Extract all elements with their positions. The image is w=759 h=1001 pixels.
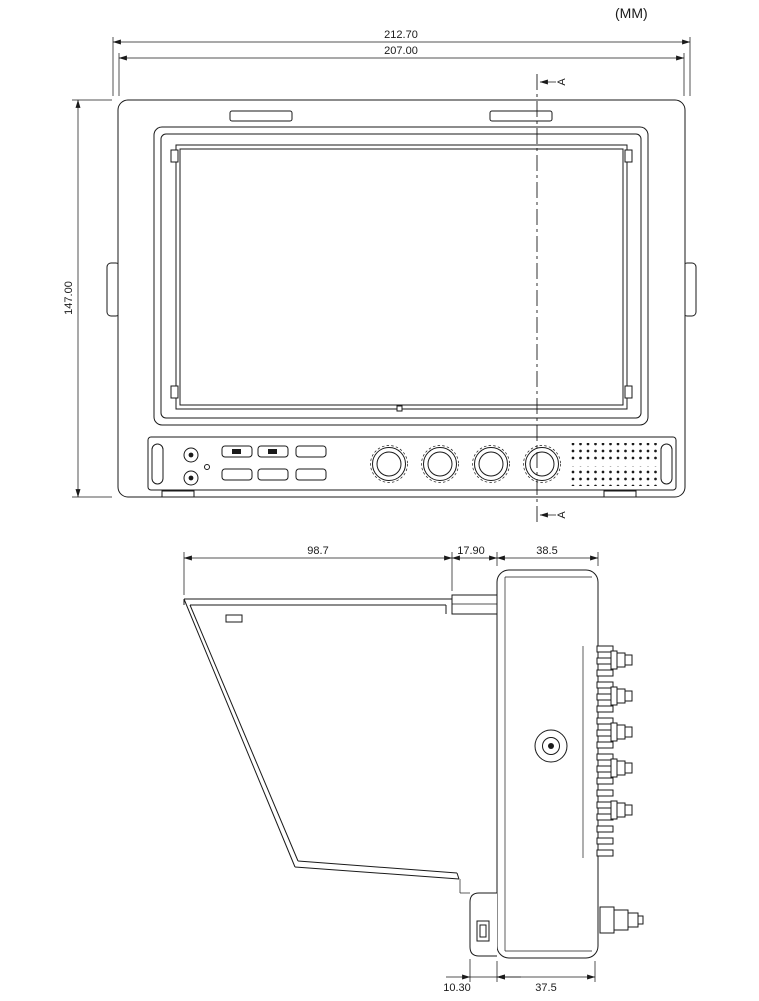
bnc-connector [610, 686, 633, 706]
units-label: (MM) [615, 5, 648, 21]
tally-led-dot [188, 475, 194, 481]
front-view [106, 99, 697, 498]
button-2 [257, 445, 289, 458]
knob-2 [421, 445, 459, 483]
knob-3 [472, 445, 510, 483]
dim-body-depth: 38.5 [536, 545, 557, 557]
knob-1 [370, 445, 408, 483]
hood-mount [451, 594, 498, 615]
sun-hood [183, 598, 470, 894]
bnc-connectors [599, 650, 644, 934]
button-1 [221, 445, 253, 458]
side-knob [534, 729, 568, 763]
front-dimensions: (MM) 212.70 207.00 147.00 [63, 5, 691, 498]
bnc-connector [610, 758, 633, 778]
dim-height: 147.00 [63, 281, 75, 315]
dim-case-width: 207.00 [384, 45, 418, 57]
panel-clips [170, 149, 633, 412]
button-6 [295, 468, 327, 481]
section-line: A A [536, 74, 568, 522]
power-led [183, 447, 199, 463]
section-label-top: A [556, 78, 568, 86]
button-4 [221, 468, 253, 481]
side-dimensions: 98.7 17.90 38.5 10.30 37.5 [183, 545, 599, 994]
dim-bottom-offset: 10.30 [443, 982, 471, 994]
dim-overall-width: 212.70 [384, 29, 418, 41]
control-panel [147, 436, 677, 491]
power-led-dot [188, 452, 194, 458]
monitor-outer-case [117, 99, 686, 498]
rotary-knobs [370, 445, 561, 483]
tally-led [183, 470, 199, 486]
screen [179, 148, 624, 406]
button-1-icon [232, 449, 241, 454]
foot-left [161, 490, 195, 498]
foot-right [603, 490, 637, 498]
button-group [221, 445, 327, 481]
side-view [183, 569, 644, 959]
left-slot [151, 443, 164, 485]
bnc-connector-bottom [599, 906, 644, 934]
control-panel-frame [147, 436, 677, 491]
speaker-grille [569, 443, 659, 486]
bnc-connector [610, 722, 633, 742]
section-label-bottom: A [556, 511, 568, 519]
top-tab-right [489, 110, 553, 122]
heatsink-fins [596, 645, 614, 857]
dim-front-offset: 17.90 [457, 545, 485, 557]
button-3 [295, 445, 327, 458]
button-2-icon [268, 449, 277, 454]
bnc-connector [610, 800, 633, 820]
monitor-body-side [496, 569, 599, 959]
bezel-inner [160, 133, 642, 419]
battery-plate [469, 892, 497, 957]
bezel-outer [153, 126, 649, 426]
right-slot [660, 443, 673, 485]
ir-sensor [204, 464, 210, 470]
top-tab-left [229, 110, 293, 122]
dim-hood-depth: 98.7 [307, 545, 328, 557]
bnc-connector [610, 650, 633, 670]
dim-bottom-depth: 37.5 [535, 982, 556, 994]
button-5 [257, 468, 289, 481]
hood-clip [225, 614, 243, 623]
knob-4 [523, 445, 561, 483]
